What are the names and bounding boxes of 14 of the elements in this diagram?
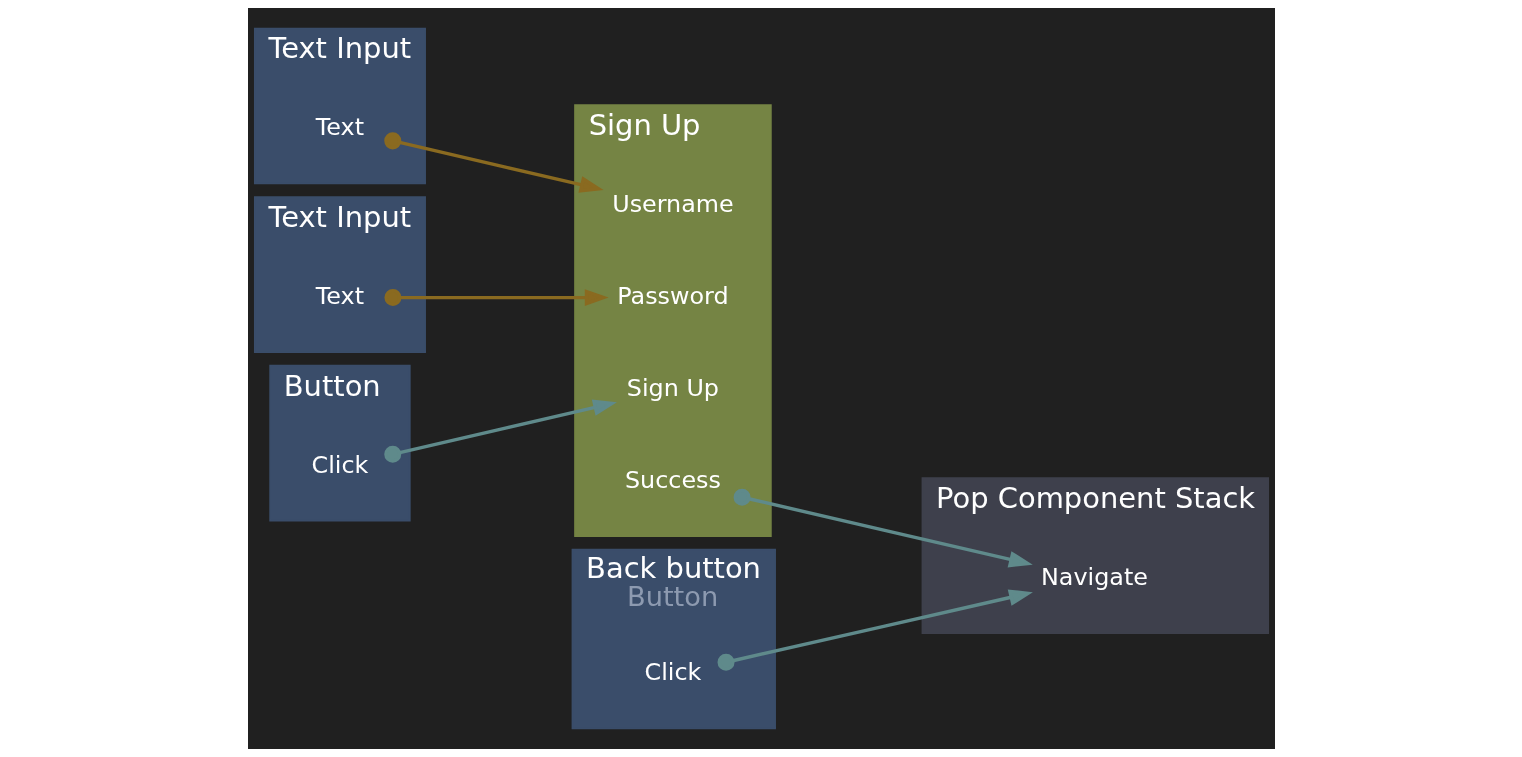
- arrow: [383, 399, 617, 463]
- node-text: Password: [616, 281, 729, 310]
- arrow: [383, 289, 609, 307]
- node-text: Navigate: [1040, 562, 1148, 591]
- node-text: Text: [315, 281, 364, 310]
- node-text: Text: [315, 113, 364, 142]
- node-text: Sign Up: [626, 373, 719, 402]
- node-text: Click: [644, 658, 701, 687]
- arrow: [717, 589, 1033, 671]
- arrow: [733, 488, 1033, 568]
- arrow: [383, 132, 604, 193]
- node-text: Username: [611, 189, 734, 218]
- node-text: Success: [624, 465, 721, 494]
- node-text: Click: [311, 450, 368, 479]
